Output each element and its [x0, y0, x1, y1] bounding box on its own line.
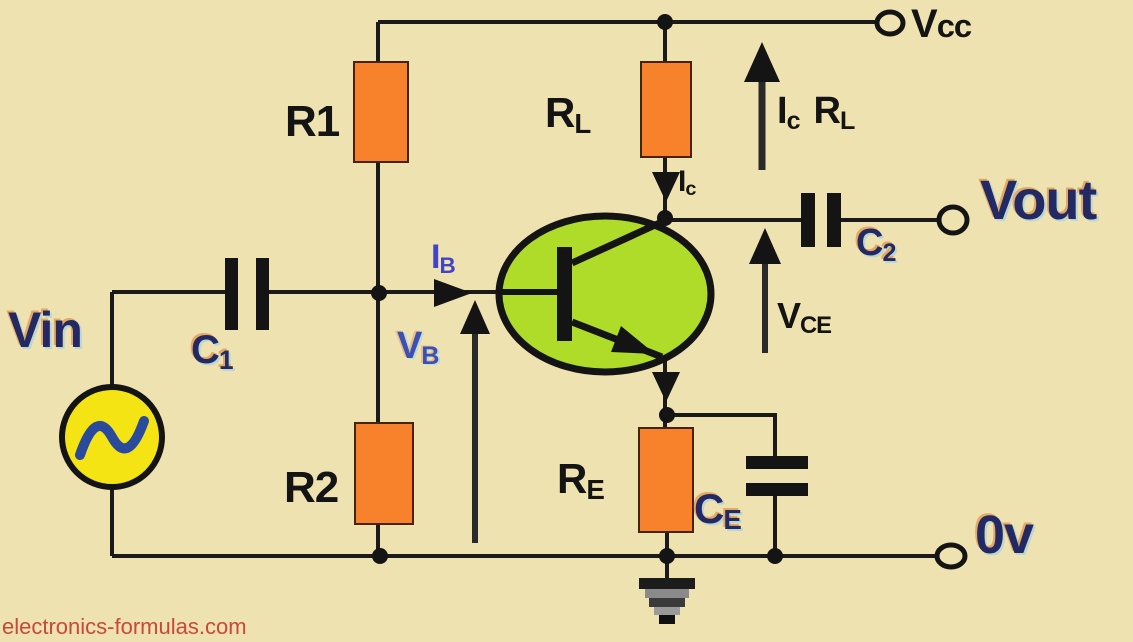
annotation-arrows [434, 42, 781, 543]
r1-label: R1 [285, 97, 340, 146]
capacitors [225, 193, 841, 496]
junction-dot [372, 548, 388, 564]
vin-label: Vin [8, 302, 83, 358]
emitter-current-arrow [652, 372, 680, 402]
transistor-body [495, 212, 715, 376]
zero-v-terminal [934, 542, 968, 570]
capacitor-ce [746, 456, 808, 496]
junction-dot [767, 548, 783, 564]
resistors [353, 61, 694, 533]
ground-icon [639, 578, 695, 624]
re-label: RE [557, 455, 605, 506]
transistor [495, 212, 715, 376]
ic-arrow [652, 172, 680, 202]
capacitor-c1 [225, 258, 269, 330]
watermark: electronics-formulas.com [2, 614, 247, 639]
collector-lead [570, 216, 668, 267]
emitter-arrow [611, 326, 655, 354]
junction-dot [657, 210, 673, 226]
junction-dot [371, 285, 387, 301]
vce-arrow [749, 228, 781, 353]
terminals [874, 9, 970, 570]
bypass-link-wire [667, 413, 777, 556]
resistor-r2 [354, 422, 414, 525]
vin-source [59, 384, 165, 490]
rl-label: RL [545, 89, 591, 140]
vout-label: Vout [980, 168, 1097, 231]
c2-label: C2 [856, 222, 896, 267]
sine-wave-icon [75, 416, 149, 460]
resistor-r1 [353, 61, 409, 163]
junction-dot [659, 548, 675, 564]
junction-dot [657, 14, 673, 30]
vcc-terminal [874, 9, 906, 37]
resistor-rl [640, 61, 692, 158]
vout-terminal [936, 204, 970, 236]
vb-label: VB [397, 325, 439, 370]
ce-label: CE [694, 485, 742, 536]
ib-arrow [434, 279, 472, 307]
transistor-base-bar [557, 247, 572, 341]
ic-label: Ic [678, 165, 696, 201]
capacitor-c2 [801, 193, 841, 247]
junction-dot [659, 407, 675, 423]
resistor-re [638, 427, 694, 533]
ic-rl-arrow [744, 42, 780, 170]
r2-label: R2 [284, 463, 339, 512]
junction-dots [371, 14, 783, 564]
vb-arrow [460, 300, 490, 543]
c1-label: C1 [191, 328, 234, 375]
zero-v-label: 0v [975, 505, 1034, 565]
ib-label: IB [431, 238, 456, 278]
vcc-label: Vcc [911, 2, 972, 46]
vce-label: VCE [777, 295, 832, 340]
